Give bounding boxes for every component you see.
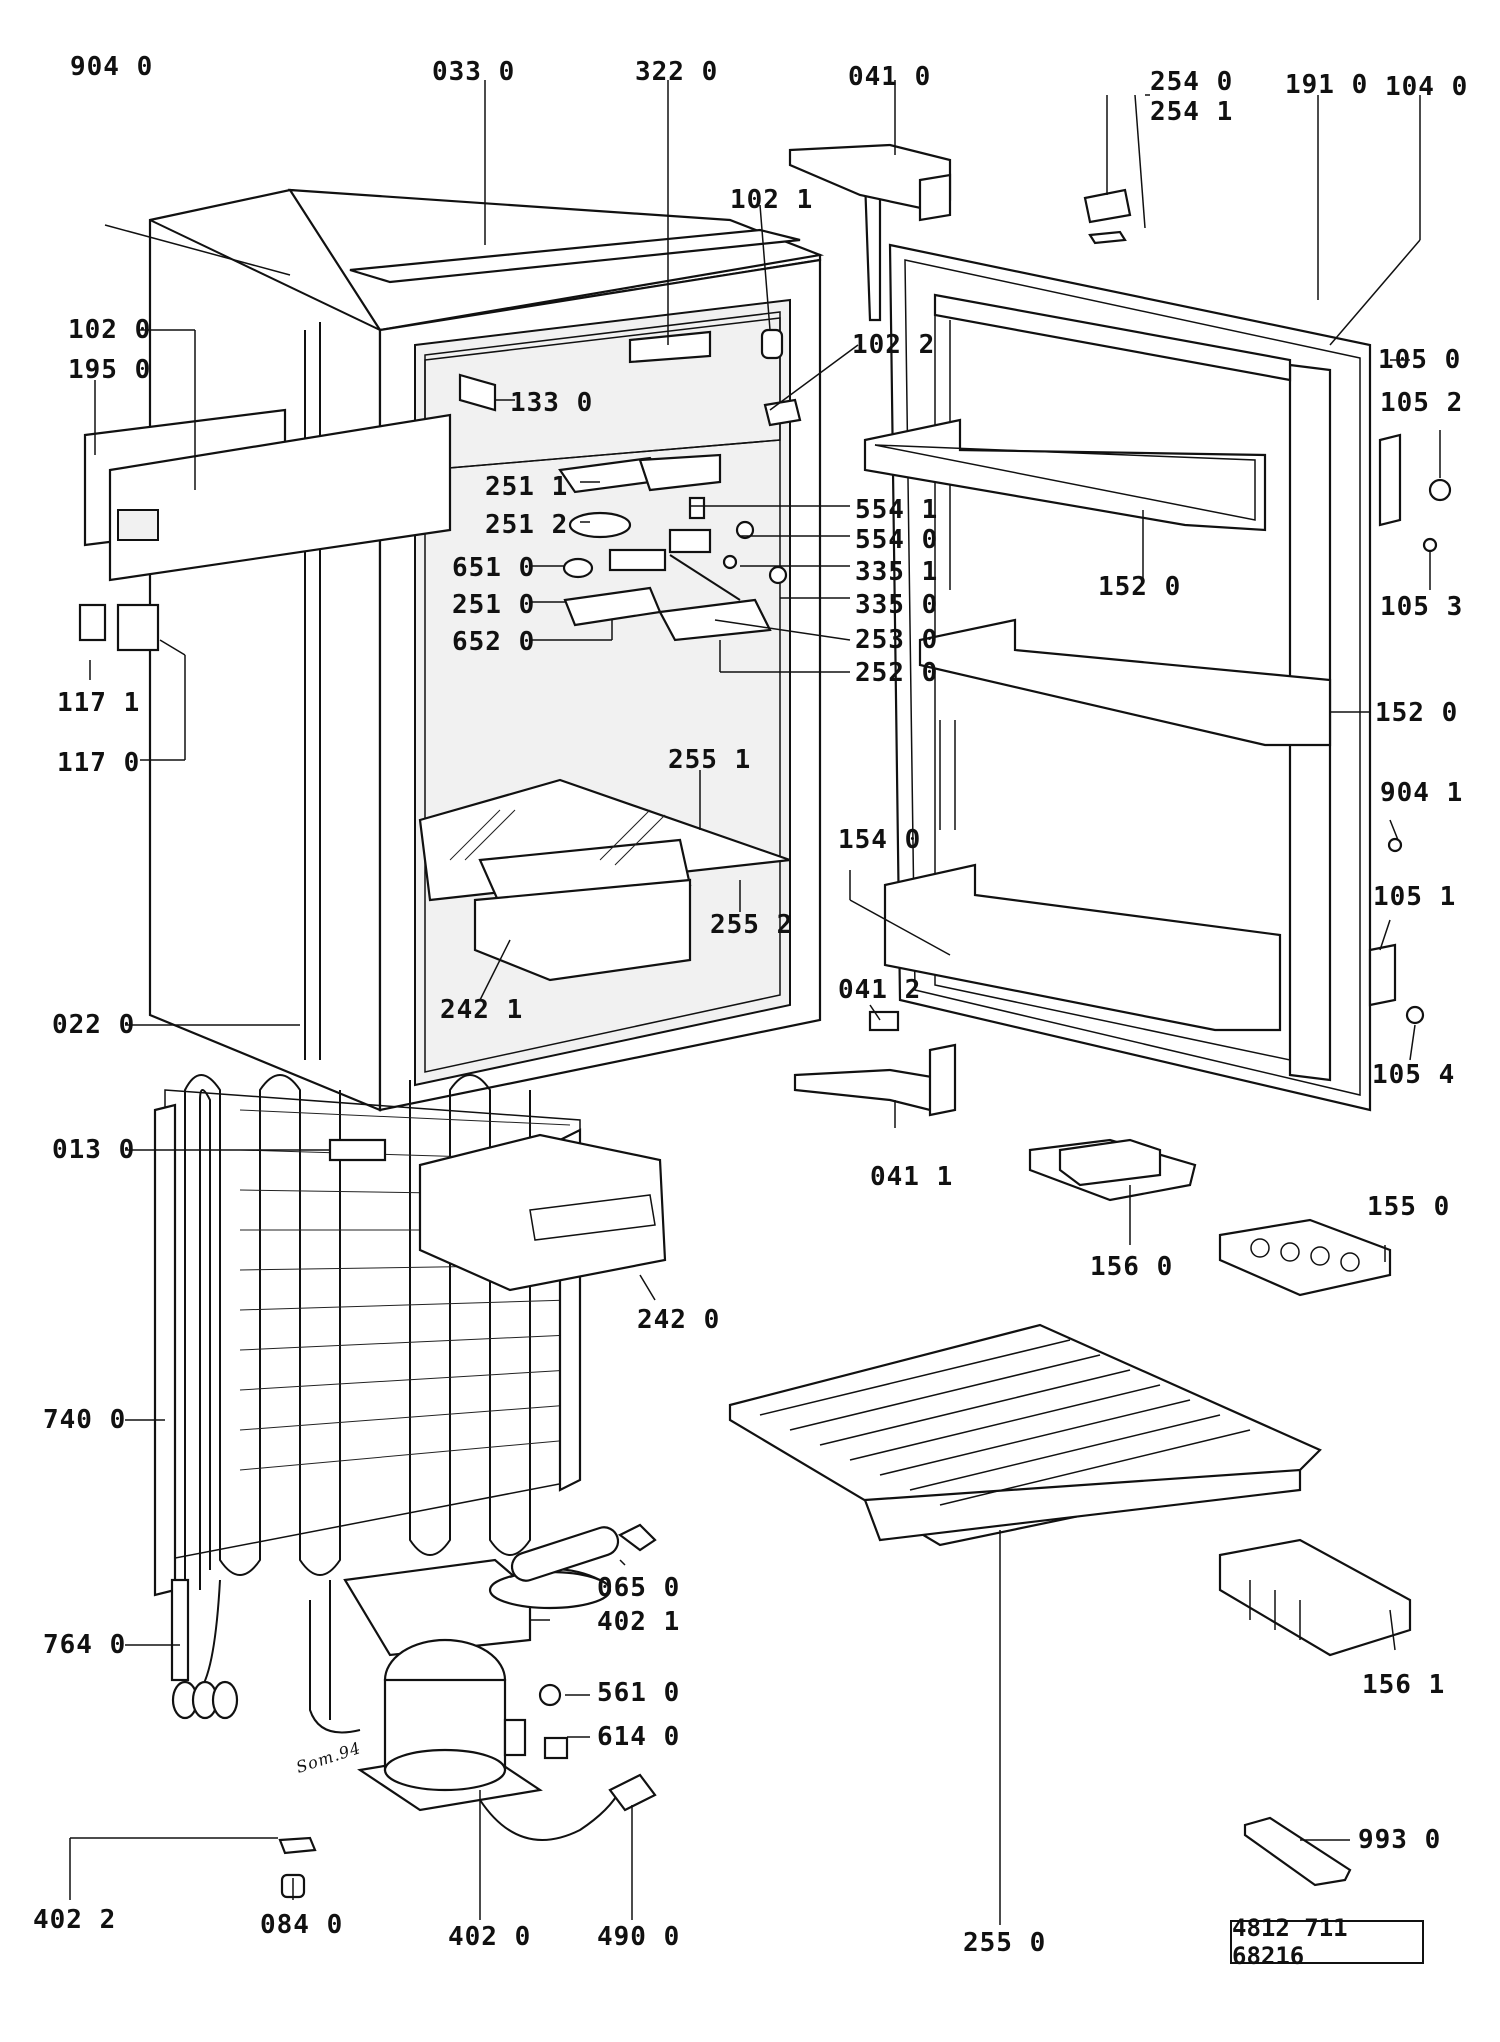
top-hinge xyxy=(788,143,952,222)
handle-cap xyxy=(1083,188,1132,245)
butter-dish xyxy=(1028,1138,1197,1202)
part-number-label: 251 0 xyxy=(452,590,536,620)
part-number-label: 255 1 xyxy=(668,745,752,775)
part-number-label: 013 0 xyxy=(52,1135,136,1165)
part-number-label: 652 0 xyxy=(452,627,536,657)
part-number-label: 402 1 xyxy=(597,1607,681,1637)
part-number-label: 614 0 xyxy=(597,1722,681,1752)
part-number-label: 904 0 xyxy=(70,52,154,82)
part-number-label: 764 0 xyxy=(43,1630,127,1660)
part-number-label: 152 0 xyxy=(1375,698,1459,728)
part-number-label: 554 0 xyxy=(855,525,939,555)
part-number-label: 195 0 xyxy=(68,355,152,385)
part-number-label: 133 0 xyxy=(510,388,594,418)
part-number-label: 254 0 xyxy=(1150,67,1234,97)
part-number-label: 105 1 xyxy=(1373,882,1457,912)
door-shelf-upper xyxy=(863,418,1267,532)
part-number-label: 253 0 xyxy=(855,625,939,655)
wire-shelf xyxy=(728,1323,1322,1547)
part-number-label: 102 0 xyxy=(68,315,152,345)
egg-tray xyxy=(1218,1218,1392,1297)
part-number-label: 022 0 xyxy=(52,1010,136,1040)
part-number-label: 322 0 xyxy=(635,57,719,87)
leader-lines xyxy=(69,80,1441,1925)
part-number-label: 084 0 xyxy=(260,1910,344,1940)
part-number-label: 102 2 xyxy=(852,330,936,360)
part-number-label: 117 1 xyxy=(57,688,141,718)
part-number-label: 102 1 xyxy=(730,185,814,215)
part-number-label: 154 0 xyxy=(838,825,922,855)
document-number-box: 4812 711 68216 xyxy=(1230,1914,1424,1970)
loose-parts xyxy=(278,328,802,1899)
part-number-label: 255 2 xyxy=(710,910,794,940)
part-number-label: 191 0 xyxy=(1285,70,1369,100)
part-number-label: 904 1 xyxy=(1380,778,1464,808)
part-number-label: 105 0 xyxy=(1378,345,1462,375)
ice-cube-tray xyxy=(1218,1538,1412,1657)
part-number-label: 993 0 xyxy=(1358,1825,1442,1855)
door-shelf-lower xyxy=(883,863,1282,1032)
compressor xyxy=(170,1558,657,1841)
drip-tray xyxy=(418,1133,667,1292)
part-number-label: 242 1 xyxy=(440,995,524,1025)
part-number-label: 740 0 xyxy=(43,1405,127,1435)
part-number-label: 041 1 xyxy=(870,1162,954,1192)
part-number-label: 105 4 xyxy=(1372,1060,1456,1090)
part-number-label: 251 1 xyxy=(485,472,569,502)
part-number-label: 065 0 xyxy=(597,1573,681,1603)
part-number-label: 242 0 xyxy=(637,1305,721,1335)
door-handle-parts xyxy=(1368,433,1452,1025)
scraper xyxy=(1243,1816,1352,1887)
part-number-label: 105 2 xyxy=(1380,388,1464,418)
lamp-assembly xyxy=(558,453,788,642)
part-number-label: 117 0 xyxy=(57,748,141,778)
part-number-label: 104 0 xyxy=(1385,72,1469,102)
part-number-label: 651 0 xyxy=(452,553,536,583)
part-number-label: 041 2 xyxy=(838,975,922,1005)
part-number-label: 254 1 xyxy=(1150,97,1234,127)
part-number-label: 251 2 xyxy=(485,510,569,540)
part-number-label: 155 0 xyxy=(1367,1192,1451,1222)
glass-shelf-and-crisper xyxy=(418,778,791,982)
part-number-label: 156 0 xyxy=(1090,1252,1174,1282)
bottom-hinge xyxy=(793,1010,957,1117)
part-number-label: 335 1 xyxy=(855,557,939,587)
part-number-label: 252 0 xyxy=(855,658,939,688)
part-number-label: 156 1 xyxy=(1362,1670,1446,1700)
part-number-label: 255 0 xyxy=(963,1928,1047,1958)
part-number-label: 490 0 xyxy=(597,1922,681,1952)
part-number-label: 561 0 xyxy=(597,1678,681,1708)
part-number-label: 105 3 xyxy=(1380,592,1464,622)
part-number-label: 554 1 xyxy=(855,495,939,525)
door-top-trim xyxy=(933,293,1292,382)
part-number-label: 402 2 xyxy=(33,1905,117,1935)
part-number-label: 335 0 xyxy=(855,590,939,620)
part-number-label: 152 0 xyxy=(1098,572,1182,602)
part-number-label: 402 0 xyxy=(448,1922,532,1952)
part-number-label: 033 0 xyxy=(432,57,516,87)
part-number-label: 041 0 xyxy=(848,62,932,92)
